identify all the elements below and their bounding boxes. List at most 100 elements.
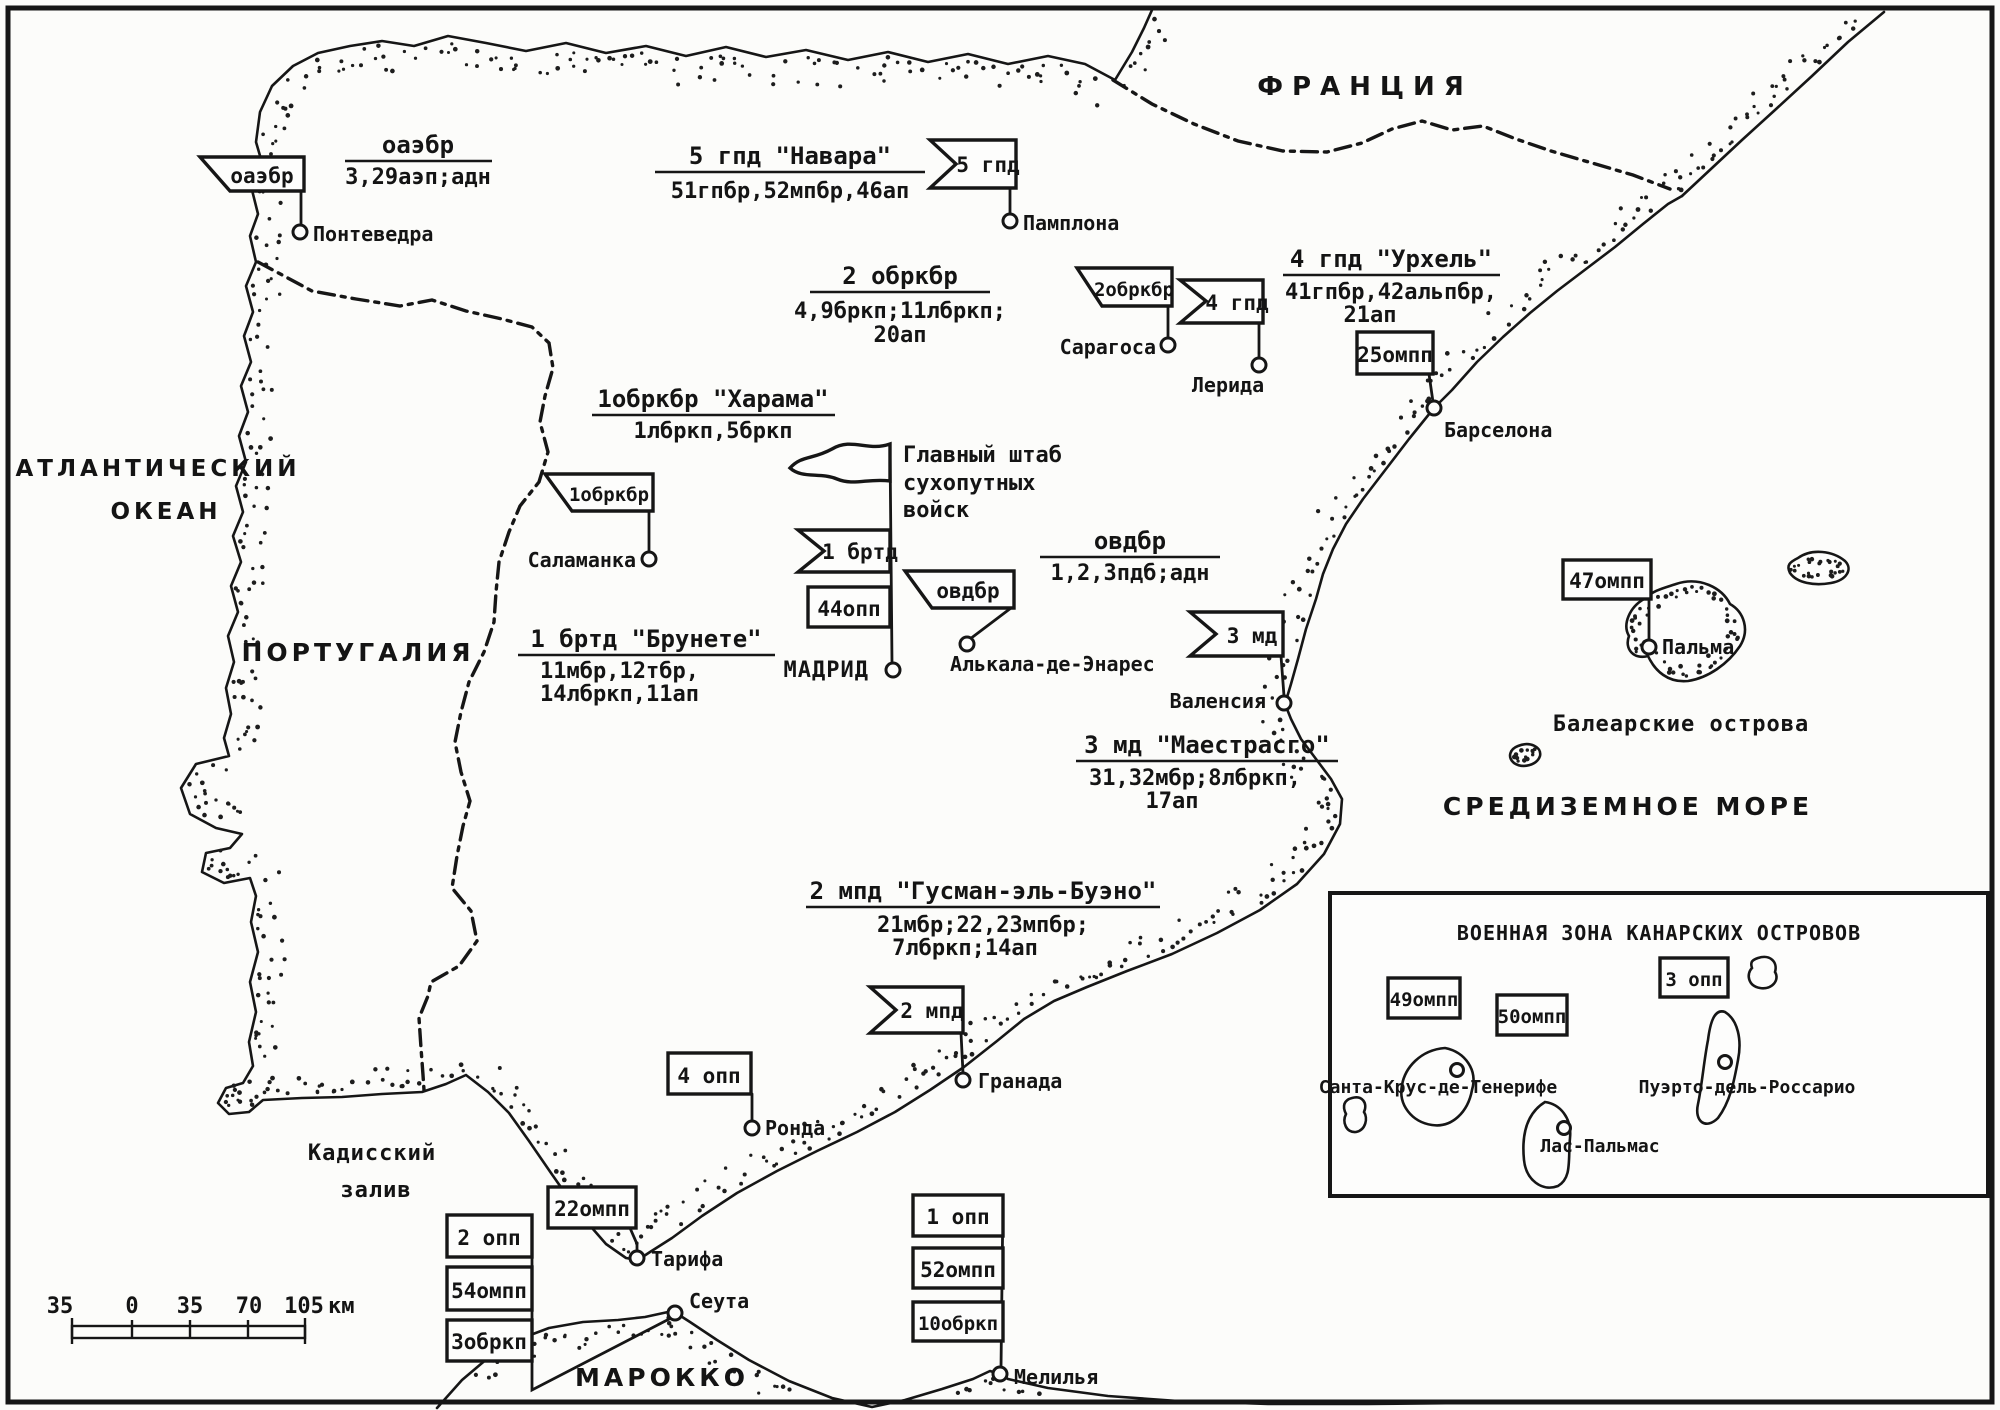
city-dot-laspalmas (1556, 1120, 1572, 1136)
unit-symbol-2obrkbr-label: 2обркбр (1094, 279, 1174, 301)
island-gomera (1342, 1096, 1368, 1134)
note-harama-line1: 1лбркп,5бркп (634, 419, 793, 444)
city-label-pamplona: Памплона (1023, 211, 1119, 235)
label-morocco: МАРОККО (575, 1363, 749, 1392)
scale-unit: км (328, 1294, 355, 1319)
scale-tick-0: 0 (125, 1294, 138, 1319)
hq-wavy-flag (787, 441, 892, 484)
city-label-tarifa: Тарифа (651, 1247, 723, 1271)
city-dot-ceuta (666, 1304, 684, 1322)
unit-box-54ompp-label: 54омпп (451, 1279, 527, 1303)
note-ovdbr-title: овдбр (1094, 527, 1166, 555)
unit-box-10obrkp (911, 1300, 1005, 1343)
city-dot-melilla (991, 1365, 1009, 1383)
pole-ovdbr (968, 606, 1013, 641)
note-guzman-line2: 7лбркп;14ап (892, 936, 1038, 961)
unit-box-3obrkp-label: 3обркп (451, 1330, 527, 1354)
unit-box-49ompp-label: 49омпп (1390, 989, 1459, 1011)
note-2obrkbr-line2: 20ап (874, 323, 927, 348)
unit-flag-2mpd (865, 985, 965, 1035)
note-urhel-line2: 21ап (1344, 303, 1397, 328)
unit-box-2opp (445, 1213, 534, 1259)
border-spain-portugal (256, 260, 555, 1092)
unit-notes: оаэбр 3,29аэп;адн 5 гпд "Навара" 51гпбр,… (345, 131, 1500, 961)
island-menorca (1787, 550, 1850, 586)
unit-flag-2mpd-label: 2 мпд (900, 999, 964, 1023)
note-guzman: 2 мпд "Гусман-эль-Буэно" 21мбр;22,23мпбр… (806, 877, 1160, 961)
note-brunete-line2: 14лбркп,11ап (540, 682, 699, 707)
unit-flag-1brtd-label: 1 бртд (822, 540, 898, 564)
unit-box-54ompp (445, 1265, 534, 1312)
pole-25ompp (1427, 372, 1435, 404)
border-spain-france (1111, 78, 1672, 191)
city-dot-madrid (884, 661, 902, 679)
scale-tick-35: 35 (177, 1294, 204, 1319)
city-dot-barcelona (1425, 399, 1443, 417)
unit-flag-1brtd (793, 528, 892, 574)
note-navara-title: 5 гпд "Навара" (689, 142, 891, 170)
label-atlantic-line1: АТЛАНТИЧЕСКИЙ (15, 454, 300, 482)
note-hq-line1: Главный штаб (903, 443, 1062, 468)
island-lanzarote (1747, 955, 1778, 990)
unit-box-44opp (806, 585, 892, 629)
scale-tick-105: 105 (284, 1294, 324, 1319)
note-2obrkbr-title: 2 обркбр (842, 262, 958, 290)
note-2obrkbr: 2 обркбр 4,9бркп;11лбркп; 20ап (794, 262, 1006, 348)
note-brunete: 1 бртд "Брунете" 11мбр,12тбр, 14лбркп,11… (518, 625, 775, 707)
unit-symbol-oaebr (196, 155, 306, 193)
city-dot-alcala (958, 635, 976, 653)
iberia-coastline (179, 34, 1684, 1262)
city-label-puerto: Пуэрто-дель-Россарио (1639, 1077, 1856, 1098)
note-oaebr-line1: 3,29аэп;адн (345, 165, 491, 190)
unit-box-1opp-label: 1 опп (926, 1205, 989, 1229)
unit-box-52ompp-label: 52омпп (920, 1258, 996, 1282)
pointer-lines (299, 186, 1728, 1393)
label-mediterranean: СРЕДИЗЕМНОЕ МОРЕ (1443, 792, 1813, 821)
unit-flag-3md-label: 3 мд (1227, 624, 1278, 648)
scale-bar: 35 0 35 70 105 км (47, 1294, 355, 1344)
city-label-barcelona: Барселона (1444, 418, 1552, 442)
note-navara: 5 гпд "Навара" 51гпбр,52мпбр,46ап (655, 142, 925, 204)
morocco-coastline (435, 1310, 1582, 1410)
geo-labels: ФРАНЦИЯ АТЛАНТИЧЕСКИЙ ОКЕАН ПОРТУГАЛИЯ С… (15, 72, 1813, 1392)
map-frame (5, 5, 1995, 1405)
unit-box-25ompp (1355, 330, 1435, 376)
city-label-ronda: Ронда (765, 1116, 825, 1140)
note-guzman-title: 2 мпд "Гусман-эль-Буэно" (810, 877, 1157, 905)
city-dot-valencia (1275, 694, 1293, 712)
note-hq: Главный штаб сухопутных войск (903, 443, 1062, 523)
city-dot-ronda (743, 1119, 761, 1137)
scale-tick-70: 70 (236, 1294, 263, 1319)
label-balearic-islands: Балеарские острова (1553, 712, 1809, 737)
unit-box-25ompp-label: 25омпп (1357, 343, 1433, 367)
france-biscay-coast (1113, 8, 1154, 82)
canary-inset: ВОЕННАЯ ЗОНА КАНАРСКИХ ОСТРОВОВ 49омпп 5… (1319, 891, 1990, 1198)
city-label-laspalmas: Лас-Пальмас (1540, 1136, 1659, 1157)
note-harama: 1обркбр "Харама" 1лбркп,5бркп (592, 385, 835, 444)
pole-2mpd (959, 1031, 965, 1075)
note-maestrasgo: 3 мд "Маестрасго" 31,32мбр;8лбркп, 17ап (1076, 731, 1338, 814)
unit-box-3opp-label: 3 опп (1665, 969, 1722, 991)
unit-flag-5gpd-label: 5 гпд (956, 153, 1020, 177)
city-label-ceuta: Сеута (689, 1289, 749, 1313)
unit-symbol-ovdbr-label: овдбр (936, 579, 999, 603)
unit-box-22ompp (546, 1185, 638, 1230)
pole-3md (1279, 654, 1286, 698)
unit-box-2opp-label: 2 опп (457, 1226, 520, 1250)
city-dot-granada (954, 1071, 972, 1089)
city-dots (291, 212, 1658, 1383)
france-mediterranean-coast (1680, 10, 1886, 198)
city-label-zaragoza: Сарагоса (1060, 335, 1156, 359)
note-brunete-title: 1 бртд "Брунете" (530, 625, 761, 653)
island-mallorca (1625, 580, 1747, 683)
unit-box-10obrkp-label: 10обркп (918, 1313, 998, 1335)
unit-flag-5gpd (925, 138, 1018, 190)
unit-symbols: оаэбр 2обркбр 1обркбр овдбр 5 гпд 4 гпд … (196, 138, 1653, 1363)
city-dot-palma (1640, 638, 1658, 656)
unit-flag-4gpd (1175, 278, 1265, 325)
city-label-madrid: МАДРИД (784, 658, 869, 683)
unit-flag-4gpd-label: 4 гпд (1205, 291, 1269, 315)
note-ovdbr-line1: 1,2,3пдб;адн (1051, 561, 1210, 586)
city-label-lerida: Лерида (1192, 373, 1264, 397)
